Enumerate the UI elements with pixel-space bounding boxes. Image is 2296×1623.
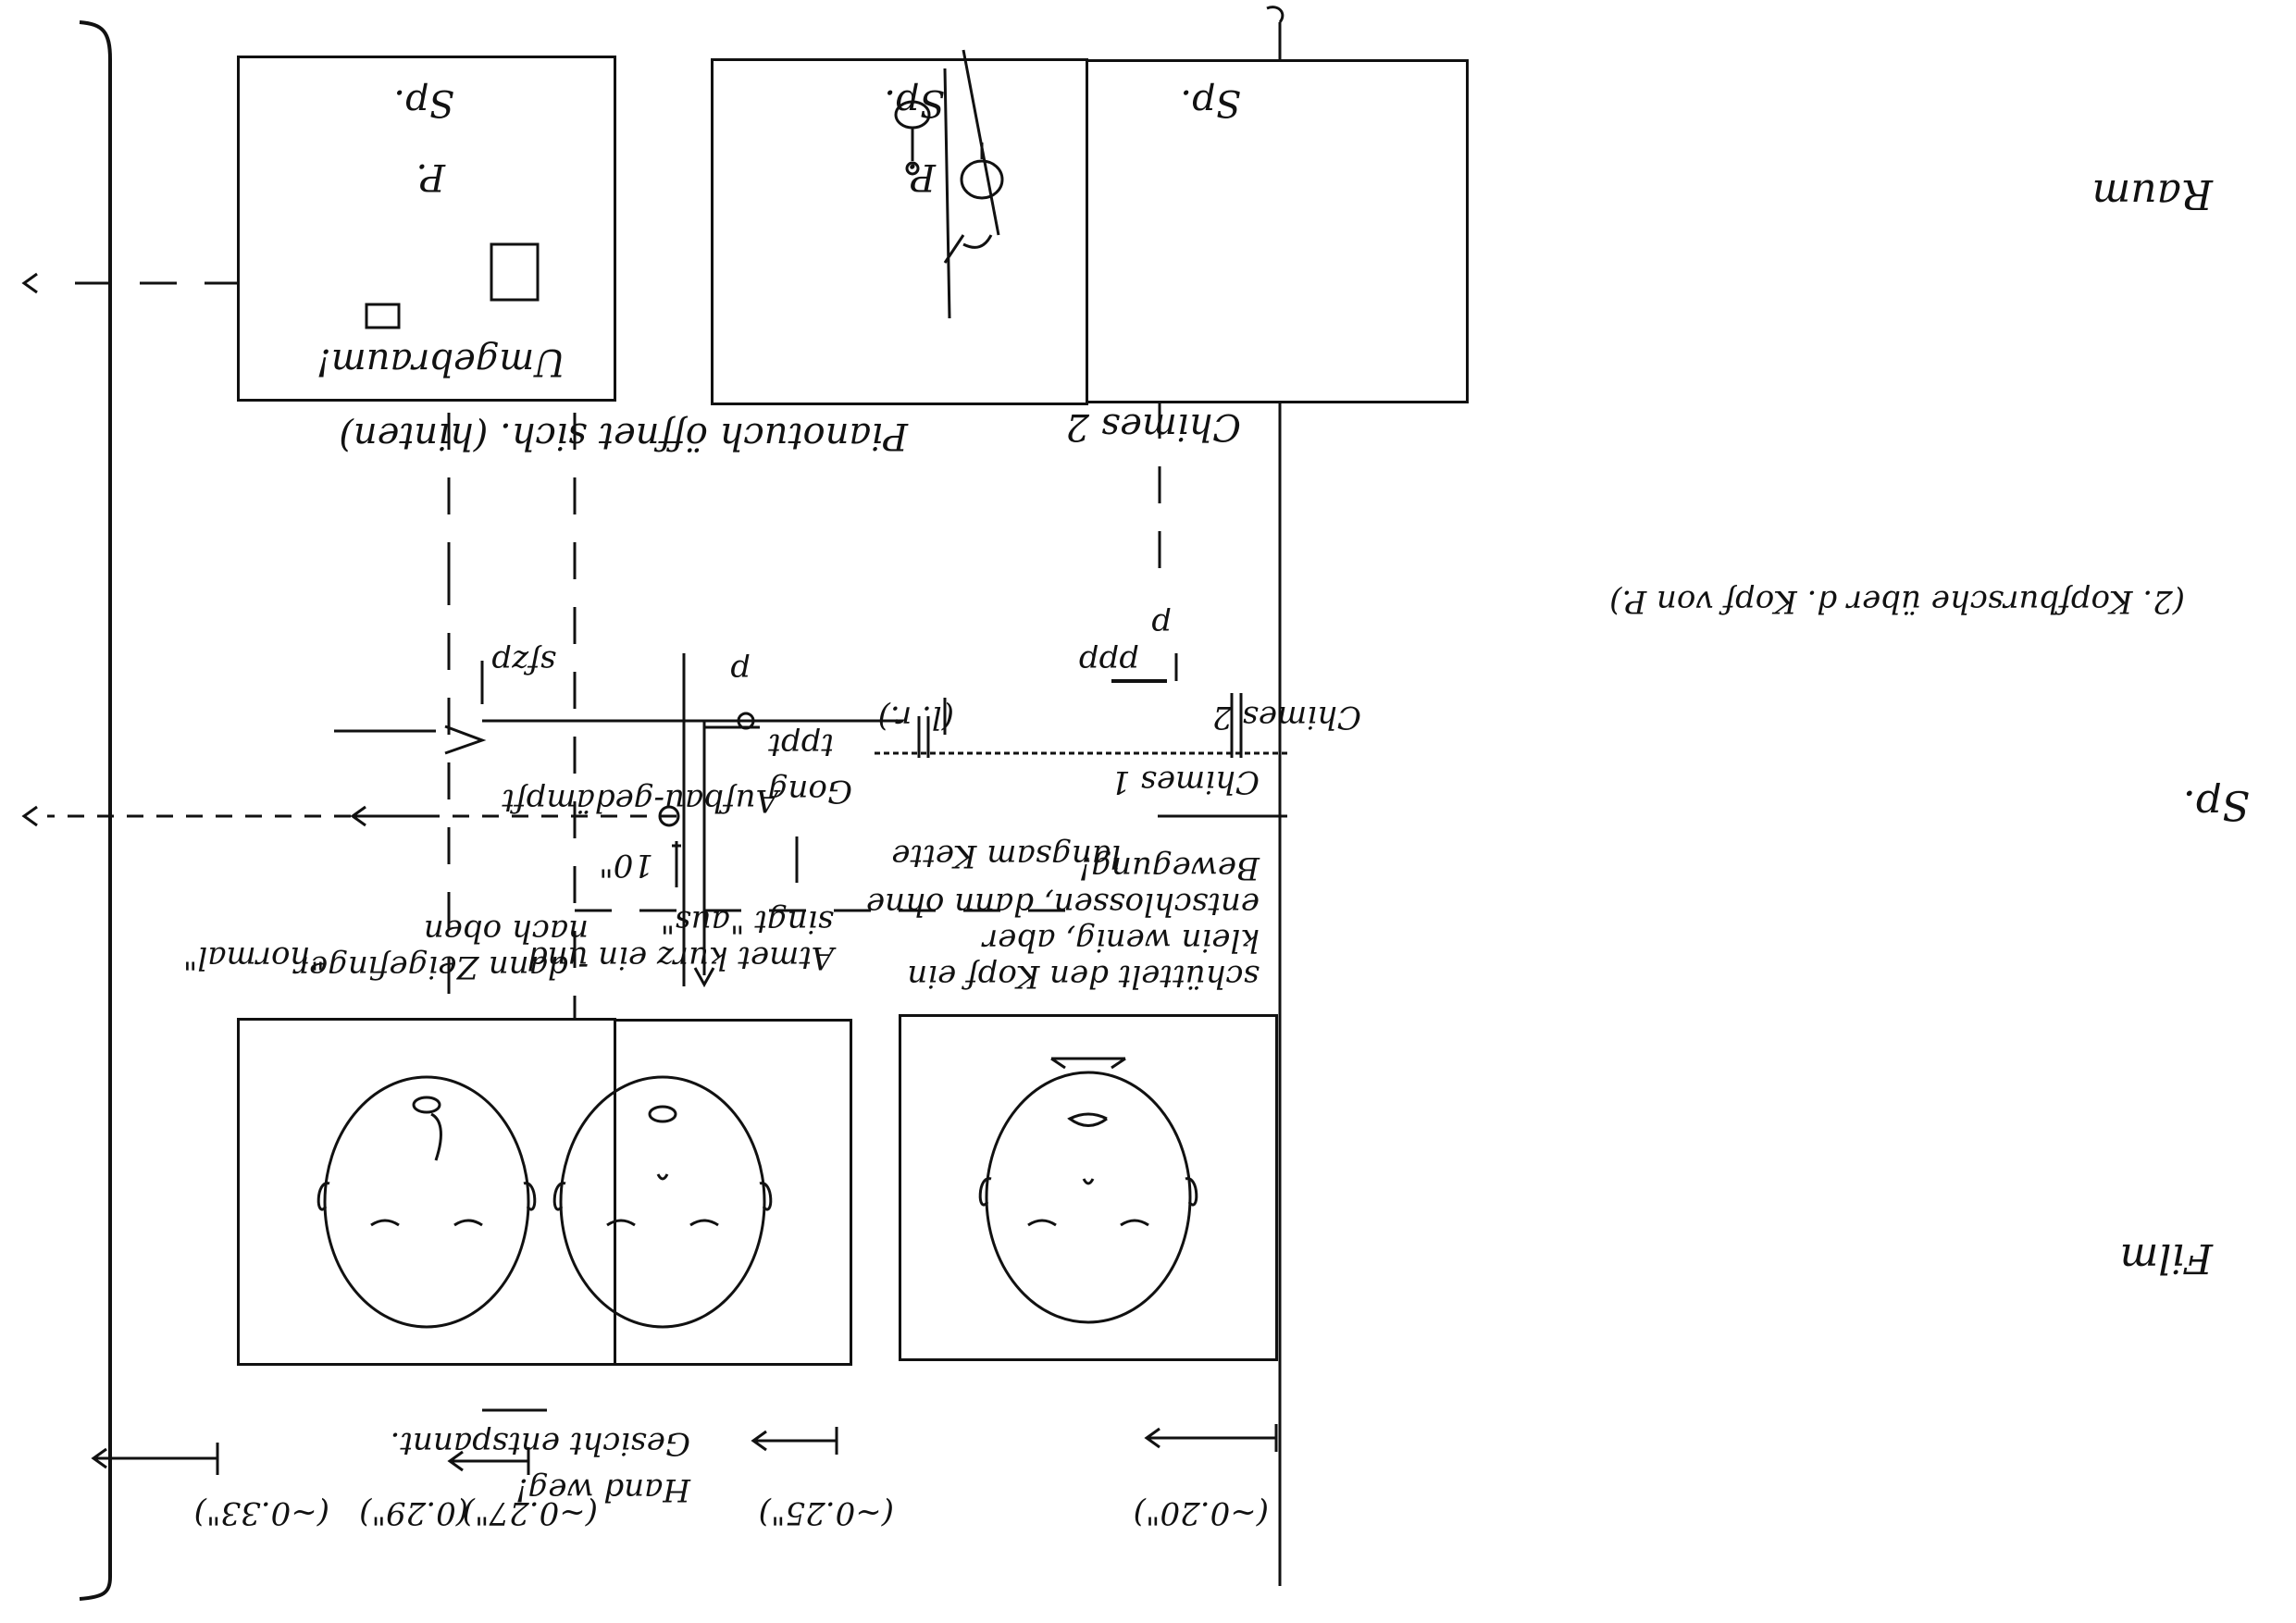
film-timing-4b: (0.29"): [359, 1494, 468, 1530]
note-normal-2: "normal": [183, 939, 325, 975]
film-timing-5b: (~0.33"): [194, 1494, 329, 1530]
note-gesicht-2: Gesicht entspannt.: [391, 1425, 690, 1461]
sound-p-left-b: p: [1151, 606, 1172, 642]
room-note-extra-2: Umgebraum!: [316, 341, 565, 383]
film-timing-3b: (~0.27"): [463, 1494, 598, 1530]
sound-chimes-1-b: Chimes 1: [1111, 763, 1260, 799]
